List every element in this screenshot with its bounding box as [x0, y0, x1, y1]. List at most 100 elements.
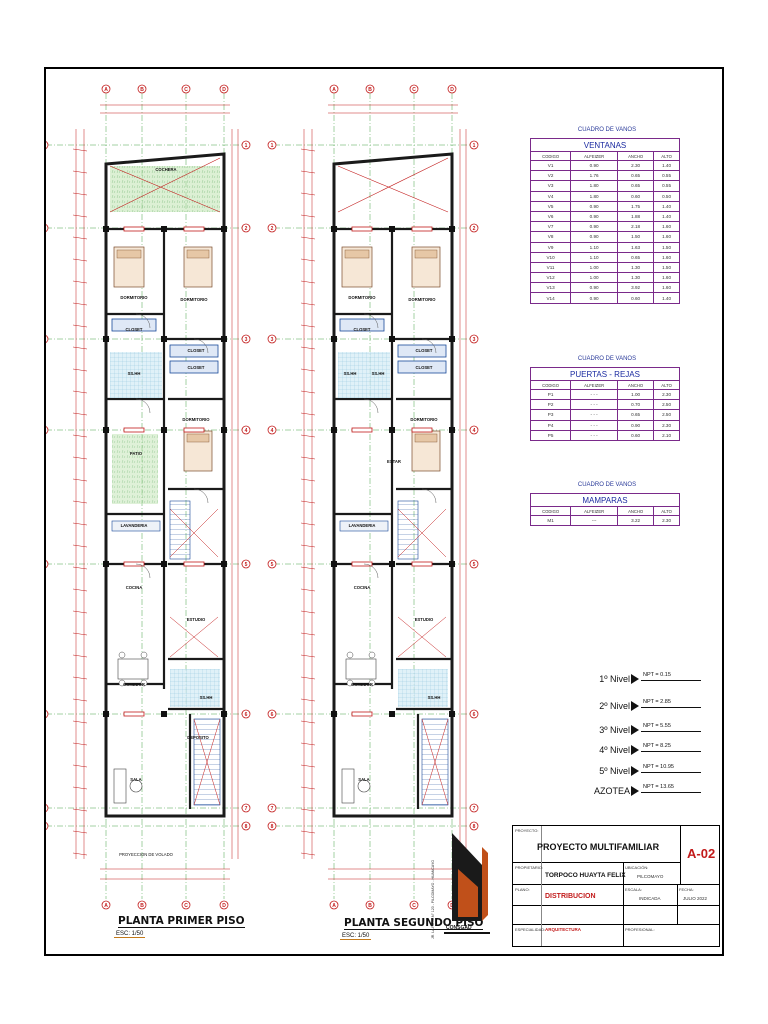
company-logo: CONSGAD — [444, 833, 490, 934]
window — [411, 226, 433, 232]
dimension-tick — [300, 324, 316, 328]
table-cell: 0.70 — [617, 399, 655, 411]
table-cell: 0.90 — [570, 210, 619, 223]
address-note: JR. LA ROSA N° 123 - PILCOMAYO - HUANCAY… — [431, 859, 435, 939]
sidewalk-label: PROYECCION DE VOLADO — [119, 852, 173, 857]
puertas-title: PUERTAS - REJAS — [530, 367, 680, 381]
level-npt: NPT = 0.15 — [641, 671, 701, 681]
window — [123, 711, 145, 717]
dimension-tick — [300, 434, 316, 438]
table-cell: 0.65 — [617, 251, 655, 263]
void-cross — [337, 165, 449, 213]
dimension-tick — [72, 346, 88, 350]
owner-label: PROPIETARIO: — [515, 865, 544, 870]
dimension-tick — [72, 214, 88, 218]
structural-column — [161, 226, 167, 232]
structural-column — [449, 336, 455, 342]
grid-bubble — [219, 84, 229, 94]
table-cell: 0.60 — [617, 292, 655, 304]
grid-bubble — [241, 425, 251, 435]
grid-bubble — [137, 900, 147, 910]
level-marker-icon — [631, 786, 639, 796]
grid-bubble-text: 3 — [245, 337, 248, 343]
grid-bubble — [241, 821, 251, 831]
dimension-tick — [72, 368, 88, 372]
table-cell: P5 — [529, 429, 572, 441]
patio-area — [112, 434, 158, 504]
table-cell: 1.60 — [653, 251, 680, 263]
dimension-tick — [72, 676, 88, 680]
grid-bubble — [469, 334, 479, 344]
table-cell: V13 — [529, 282, 572, 294]
dimension-tick — [300, 148, 316, 152]
dimension-tick — [300, 610, 316, 614]
structural-column — [389, 561, 395, 567]
room-label: DEPOSITO — [187, 735, 209, 740]
dimension-tick — [72, 830, 88, 834]
structural-column — [331, 427, 337, 433]
plan-title-first: PLANTA PRIMER PISO — [118, 915, 245, 928]
table-cell: V8 — [529, 231, 572, 243]
grid-bubble — [241, 223, 251, 233]
chair — [118, 651, 126, 659]
table-cell: V2 — [529, 170, 572, 182]
dimension-tick — [300, 346, 316, 350]
grid-bubble-text: 5 — [473, 562, 476, 568]
grid-bubble-text: A — [104, 87, 108, 93]
table-cell: 1.10 — [570, 241, 619, 253]
dimension-tick — [72, 412, 88, 416]
puertas-caption: CUADRO DE VANOS — [577, 356, 637, 362]
room-label: DORMITORIO — [408, 297, 436, 302]
grid-bubble-text: 7 — [271, 806, 274, 812]
grid-bubble-text: 8 — [473, 824, 476, 830]
table-cell: 0.90 — [570, 231, 619, 243]
door-swing — [363, 398, 379, 414]
dimension-tick — [72, 544, 88, 548]
room-label: SS.HH — [372, 371, 385, 376]
table-cell: V10 — [529, 251, 572, 263]
dimension-tick — [72, 588, 88, 592]
pillow — [414, 433, 438, 443]
col-header: ALFEIZER — [570, 380, 619, 390]
grid-bubble — [365, 900, 375, 910]
void-cross — [337, 157, 449, 213]
mamparas-title: MAMPARAS — [530, 493, 680, 507]
room-label: LAVANDERIA — [349, 523, 376, 528]
dimension-tick — [72, 610, 88, 614]
dimension-tick — [72, 258, 88, 262]
table-cell: 0.90 — [570, 159, 619, 172]
level-row: 3º Nivel NPT = 5.55 — [592, 722, 701, 738]
table-cell: 1.88 — [617, 210, 655, 223]
dimension-tick — [72, 522, 88, 526]
structural-column — [389, 226, 395, 232]
room-label: COCHERA — [155, 167, 176, 172]
room-label: COMEDOR — [351, 682, 373, 687]
owner-name: TORPOCO HUAYTA FELIX — [545, 872, 626, 879]
dimension-tick — [300, 302, 316, 306]
grid-bubble-text: 6 — [271, 712, 274, 718]
grid-bubble-text: A — [332, 87, 336, 93]
table-cell: 2.50 — [653, 399, 680, 411]
structural-column — [221, 561, 227, 567]
plan-second-floor: 1122334455667788AABBCCDDDORMITORIODORMIT… — [267, 84, 479, 910]
dimension-tick — [72, 720, 88, 724]
window — [411, 561, 433, 567]
structural-column — [103, 336, 109, 342]
chair — [368, 679, 376, 687]
room-label: ESTAR — [387, 459, 401, 464]
dimension-tick — [300, 742, 316, 746]
dimension-tick — [300, 764, 316, 768]
structural-column — [389, 711, 395, 717]
project-label: PROYECTO: — [515, 828, 539, 833]
grid-bubble — [267, 223, 277, 233]
room-label: LAVANDERIA — [121, 523, 148, 528]
dimension-tick — [300, 258, 316, 262]
dimension-tick — [300, 500, 316, 504]
level-marker-icon — [631, 701, 639, 711]
table-cell: 1.60 — [653, 221, 680, 233]
